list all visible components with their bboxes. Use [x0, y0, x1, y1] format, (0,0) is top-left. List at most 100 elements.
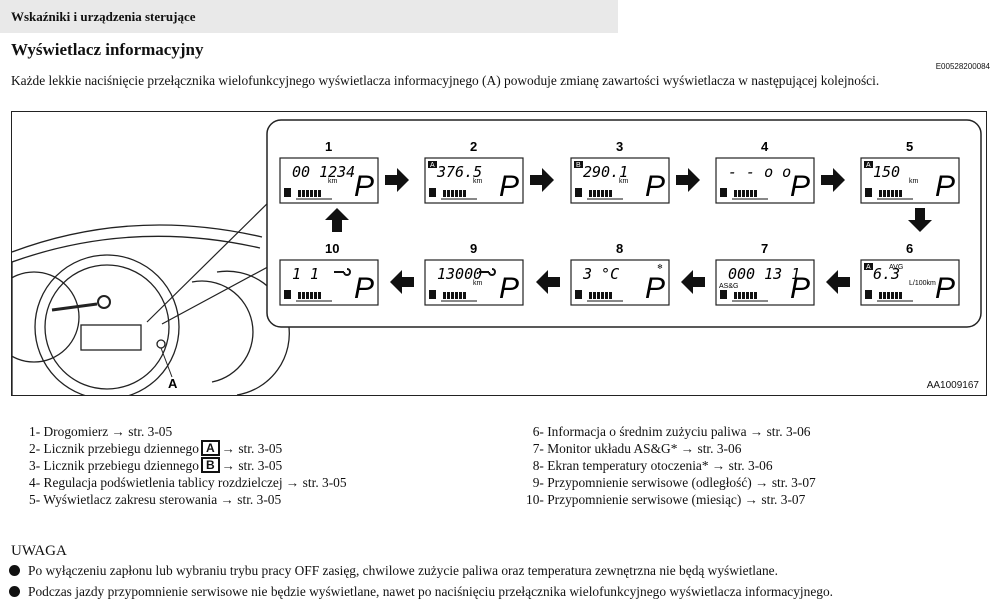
trip-a-badge: A	[200, 440, 220, 456]
figure-code: AA1009167	[926, 380, 979, 391]
gear-indicator-8: P	[645, 272, 665, 305]
arrow-right-icon	[385, 168, 409, 192]
fuel-icon	[720, 188, 727, 197]
page-title: Wyświetlacz informacyjny	[11, 40, 204, 59]
legend-item-7: 7- Monitor układu AS&G* → str. 3-06	[532, 441, 742, 456]
screen-number-8: 8	[616, 241, 623, 256]
legend-left: 1- Drogomierz → str. 3-05 2- Licznik prz…	[29, 423, 347, 508]
arrow-right-icon	[676, 168, 700, 192]
section-header-bar: Wskaźniki i urządzenia sterujące	[0, 0, 618, 33]
gear-indicator-9: P	[499, 272, 519, 305]
legend-item-9: 9- Przypomnienie serwisowe (odległość) →…	[532, 475, 816, 490]
arrow-left-icon	[826, 270, 850, 294]
legend-item-8: 8- Ekran temperatury otoczenia* → str. 3…	[532, 458, 773, 473]
fuel-icon	[575, 188, 582, 197]
gear-indicator-10: P	[354, 272, 374, 305]
fuel-icon	[284, 188, 291, 197]
gear-indicator-6: P	[935, 272, 955, 305]
lcd-screen-10: 10 1 1 P	[279, 241, 379, 306]
instrument-cluster	[12, 224, 290, 395]
screen-main-3: 290.1	[583, 163, 628, 181]
arrow-up-icon	[325, 208, 349, 232]
lcd-screen-8: 83 °C❄P	[570, 241, 670, 306]
gear-indicator-2: P	[499, 170, 519, 203]
screen-number-5: 5	[906, 139, 913, 154]
screen-unit-9: km	[473, 280, 483, 287]
legend-item-4: 4- Regulacja podświetlenia tablicy rozdz…	[29, 475, 347, 490]
arrow-left-icon	[390, 270, 414, 294]
fuel-icon	[429, 188, 436, 197]
bullet-icon	[9, 565, 20, 576]
wrench-icon	[334, 268, 351, 276]
screen-number-9: 9	[470, 241, 477, 256]
screen-tag-6: A	[866, 264, 871, 271]
lcd-screen-4: 4 - - o oP	[715, 139, 815, 204]
arrow-left-icon	[536, 270, 560, 294]
screen-extra-7: AS&G	[719, 283, 738, 290]
trip-b-badge: B	[200, 457, 220, 473]
note-item-2: Podczas jazdy przypomnienie serwisowe ni…	[9, 584, 833, 600]
gear-indicator-7: P	[790, 272, 810, 305]
screen-main-1: 00 1234	[292, 163, 355, 181]
arrow-right-icon	[821, 168, 845, 192]
screen-unit-1: km	[328, 178, 338, 185]
screen-tag-5: A	[866, 162, 871, 169]
screen-unit-2: km	[473, 178, 483, 185]
fuel-icon	[284, 290, 291, 299]
fuel-icon	[575, 290, 582, 299]
screen-number-1: 1	[325, 139, 332, 154]
screen-number-6: 6	[906, 241, 913, 256]
fuel-icon	[429, 290, 436, 299]
screen-unit-3: km	[619, 178, 629, 185]
screen-unit-5: km	[909, 178, 919, 185]
legend-item-6: 6- Informacja o średnim zużyciu paliwa →…	[532, 424, 811, 439]
bullet-icon	[9, 586, 20, 597]
screen-number-2: 2	[470, 139, 477, 154]
legend-item-5: 5- Wyświetlacz zakresu sterowania → str.…	[29, 492, 282, 507]
arrow-left-icon	[681, 270, 705, 294]
arrow-down-icon	[908, 208, 932, 232]
fuel-icon	[720, 290, 727, 299]
screen-number-7: 7	[761, 241, 768, 256]
screen-main-2: 376.5	[436, 163, 482, 181]
screen-main-10: 1 1	[292, 265, 319, 283]
gear-indicator-1: P	[354, 170, 374, 203]
screen-number-10: 10	[325, 241, 339, 256]
screen-tag-2: A	[430, 162, 435, 169]
fuel-icon	[865, 290, 872, 299]
screen-extra-6: AVG	[889, 264, 903, 271]
pointer-label-A: A	[168, 376, 178, 391]
screen-main-4: - - o o	[728, 163, 791, 181]
intro-text: Każde lekkie naciśnięcie przełącznika wi…	[11, 73, 880, 88]
screen-tag-3: B	[576, 162, 581, 169]
legend-right: 6- Informacja o średnim zużyciu paliwa →…	[526, 423, 816, 508]
note-item-1: Po wyłączeniu zapłonu lub wybraniu trybu…	[9, 563, 778, 579]
screen-number-3: 3	[616, 139, 623, 154]
arrow-right-icon	[530, 168, 554, 192]
legend-item-10: 10- Przypomnienie serwisowe (miesiąc) → …	[526, 492, 806, 507]
screen-main-5: 150	[873, 163, 900, 181]
screen-main-8: 3 °C	[582, 265, 619, 283]
screen-number-4: 4	[761, 139, 769, 154]
screen-main-6: 6.3	[873, 265, 900, 283]
gear-indicator-4: P	[790, 170, 810, 203]
fuel-icon	[865, 188, 872, 197]
legend-item-1: 1- Drogomierz → str. 3-05	[29, 424, 173, 439]
doc-code: E00528200084	[935, 62, 990, 71]
screen-main-9: 13000	[437, 265, 482, 283]
section-header: Wskaźniki i urządzenia sterujące	[11, 9, 196, 24]
note-heading: UWAGA	[11, 543, 67, 559]
gear-indicator-5: P	[935, 170, 955, 203]
screen-unit-6: L/100km	[909, 280, 936, 287]
